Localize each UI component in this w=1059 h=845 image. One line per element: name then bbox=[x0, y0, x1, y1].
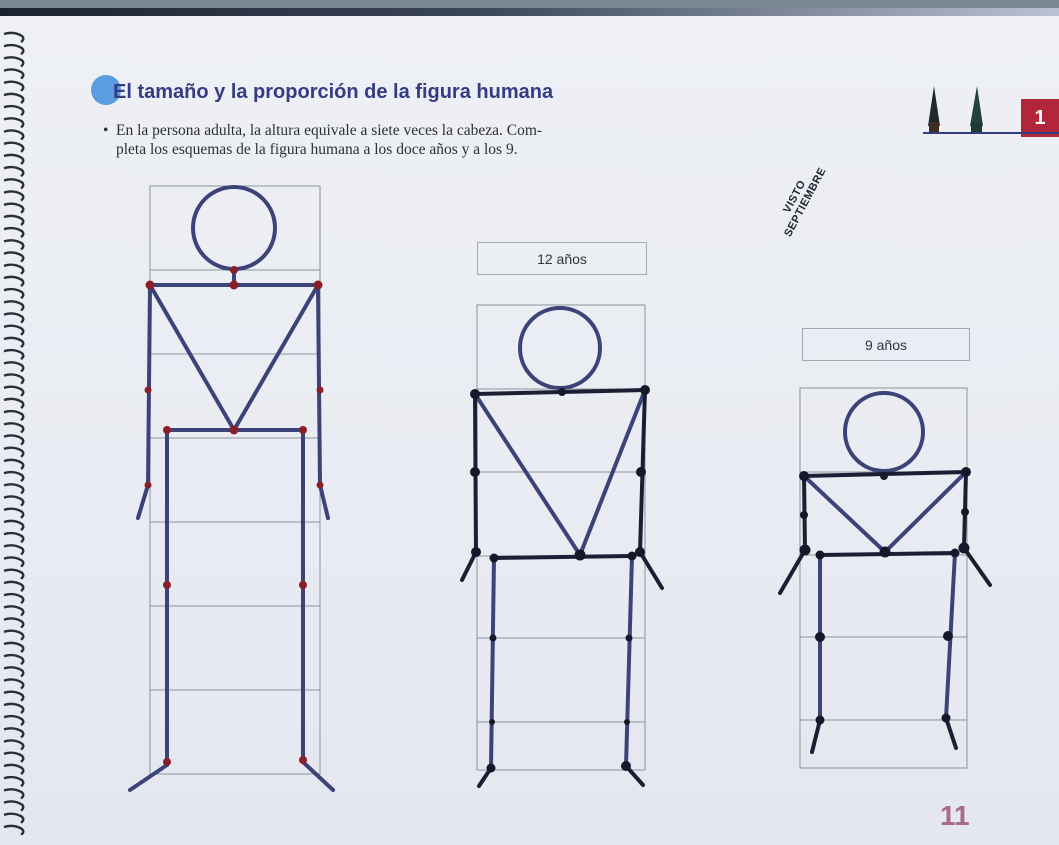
figure-12-grid bbox=[476, 304, 646, 771]
binding-coil bbox=[3, 129, 25, 141]
pencil-icon-right bbox=[970, 86, 983, 132]
figure-12-head bbox=[518, 306, 602, 390]
binding-coil bbox=[3, 409, 25, 422]
adult-figure bbox=[128, 185, 335, 792]
binding-coil bbox=[3, 239, 25, 251]
binding-coil bbox=[3, 397, 25, 409]
binding-coil bbox=[3, 483, 25, 495]
age-label-9: 9 años bbox=[802, 328, 970, 361]
binding-coil bbox=[3, 202, 25, 214]
instruction-line-1: En la persona adulta, la altura equivale… bbox=[116, 122, 543, 139]
figure-12-joints bbox=[470, 385, 650, 773]
figure-12-stick bbox=[460, 306, 664, 788]
binding-coil bbox=[3, 287, 25, 300]
binding-coil bbox=[3, 68, 25, 80]
adult-joints bbox=[144, 266, 324, 766]
binding-coil bbox=[3, 653, 25, 666]
binding-coil bbox=[3, 300, 25, 312]
binding-coil bbox=[3, 727, 25, 739]
bullet-icon: • bbox=[103, 122, 109, 139]
page-top-edge bbox=[0, 8, 1059, 16]
workbook-page: El tamaño y la proporción de la figura h… bbox=[0, 8, 1059, 845]
binding-coil bbox=[3, 104, 25, 117]
binding-coil bbox=[3, 324, 25, 336]
binding-coil bbox=[3, 531, 25, 544]
binding-coil bbox=[3, 580, 25, 592]
binding-coil bbox=[3, 422, 25, 434]
pencil-icon-left bbox=[928, 86, 940, 132]
figure-9-years bbox=[778, 387, 992, 769]
binding-coil bbox=[3, 824, 25, 835]
binding-coil bbox=[3, 226, 25, 239]
instruction-text: • En la persona adulta, la altura equiva… bbox=[103, 121, 651, 159]
figure-9-joints bbox=[799, 467, 971, 725]
binding-coil bbox=[3, 141, 25, 153]
binding-coil bbox=[3, 361, 25, 373]
instruction-line-2: pleta los esquemas de la figura humana a… bbox=[116, 141, 518, 158]
binding-coil bbox=[3, 190, 25, 202]
binding-coil bbox=[3, 800, 25, 812]
binding-coil bbox=[3, 507, 25, 519]
binding-coil bbox=[3, 788, 25, 800]
binding-coil bbox=[3, 751, 25, 763]
binding-coil bbox=[3, 702, 25, 714]
binding-coil bbox=[3, 446, 25, 458]
page-title: El tamaño y la proporción de la figura h… bbox=[113, 81, 554, 103]
binding-coil bbox=[3, 812, 25, 824]
binding-coil bbox=[3, 470, 25, 483]
title-bullet-icon bbox=[91, 75, 121, 105]
binding-coil bbox=[3, 434, 25, 446]
binding-coil bbox=[3, 544, 25, 556]
binding-coil bbox=[3, 690, 25, 702]
figure-9-grid bbox=[799, 387, 968, 769]
binding-coil bbox=[3, 666, 25, 678]
binding-coil bbox=[3, 373, 25, 385]
binding-coil bbox=[3, 763, 25, 775]
figure-9-head bbox=[843, 391, 925, 473]
binding-coil bbox=[3, 214, 25, 226]
binding-coil bbox=[3, 348, 25, 361]
binding-coil bbox=[3, 178, 25, 190]
binding-coil bbox=[3, 592, 25, 605]
binding-coil bbox=[3, 714, 25, 727]
adult-stick-figure bbox=[128, 185, 335, 792]
binding-coil bbox=[3, 519, 25, 531]
binding-coil bbox=[3, 556, 25, 568]
figure-9-stick bbox=[778, 391, 992, 754]
binding-coil bbox=[3, 617, 25, 629]
binding-coil bbox=[3, 80, 25, 92]
binding-coil bbox=[3, 263, 25, 275]
binding-coil bbox=[3, 92, 25, 104]
adult-head bbox=[191, 185, 277, 271]
figure-12-years bbox=[460, 304, 664, 788]
binding-coil bbox=[3, 56, 25, 68]
page-number: 11 bbox=[940, 800, 970, 831]
binding-coil bbox=[3, 336, 25, 348]
binding-coil bbox=[3, 165, 25, 178]
binding-coil bbox=[3, 605, 25, 617]
spiral-binding bbox=[3, 31, 25, 835]
binding-coil bbox=[3, 458, 25, 470]
binding-coil bbox=[3, 31, 25, 43]
figures-drawing bbox=[128, 86, 1059, 792]
chapter-badge: 1 bbox=[1021, 99, 1059, 137]
binding-coil bbox=[3, 117, 25, 129]
binding-coil bbox=[3, 775, 25, 788]
binding-coil bbox=[3, 43, 25, 56]
binding-coil bbox=[3, 495, 25, 507]
age-label-12: 12 años bbox=[477, 242, 647, 275]
binding-coil bbox=[3, 385, 25, 397]
binding-coil bbox=[3, 312, 25, 324]
binding-coil bbox=[3, 153, 25, 165]
binding-coil bbox=[3, 641, 25, 653]
binding-coil bbox=[3, 678, 25, 690]
binding-coil bbox=[3, 739, 25, 751]
binding-coil bbox=[3, 568, 25, 580]
binding-coil bbox=[3, 629, 25, 641]
binding-coil bbox=[3, 251, 25, 263]
binding-coil bbox=[3, 275, 25, 287]
